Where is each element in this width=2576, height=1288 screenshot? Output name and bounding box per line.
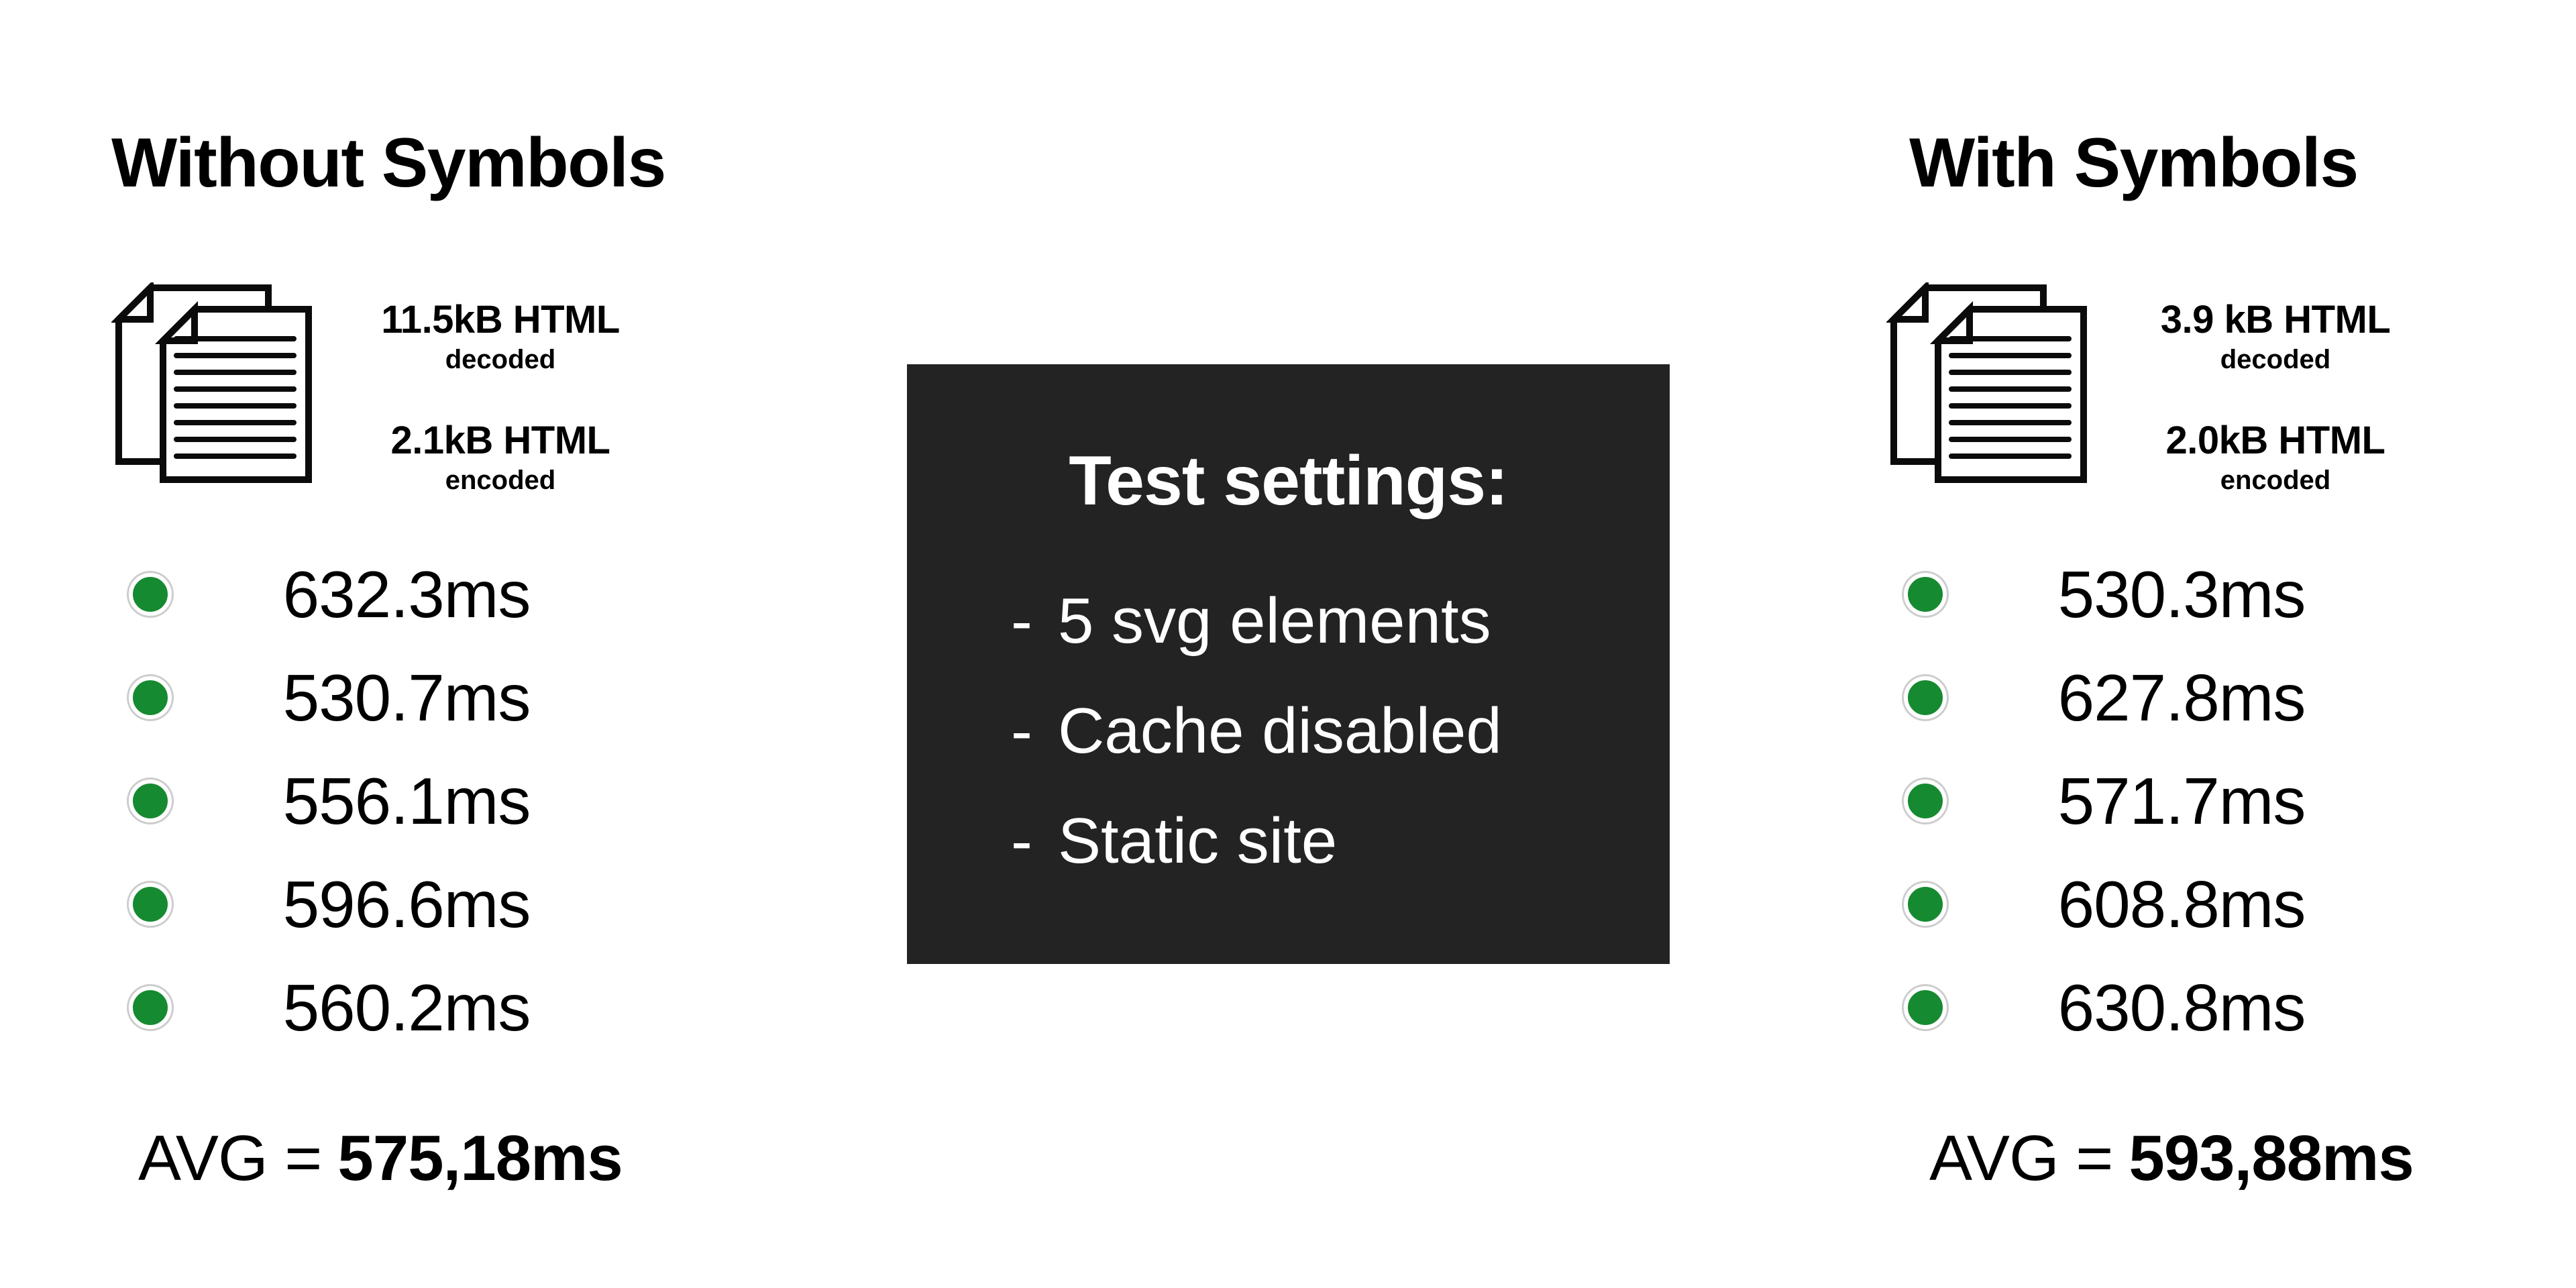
- encoded-size-label: encoded: [2220, 466, 2331, 495]
- test-setting-item: - Static site: [1011, 786, 1643, 896]
- test-settings-list: - 5 svg elements - Cache disabled - Stat…: [907, 566, 1670, 896]
- green-status-dot-icon: [1904, 573, 1947, 616]
- encoded-size-value: 2.0kB HTML: [2165, 419, 2385, 462]
- run-time: 608.8ms: [2057, 867, 2306, 941]
- run-time: 630.8ms: [2057, 970, 2306, 1044]
- run-result-row: 571.7ms: [1886, 749, 2416, 853]
- run-result-row: 556.1ms: [111, 749, 641, 853]
- panel-title-without-symbols: Without Symbols: [111, 124, 666, 202]
- average-result: AVG =575,18ms: [138, 1122, 623, 1195]
- run-time: 627.8ms: [2057, 660, 2306, 735]
- encoded-size-group: 2.1kB HTML encoded: [326, 417, 675, 496]
- decoded-size-label: decoded: [445, 345, 556, 374]
- decoded-size-value: 3.9 kB HTML: [2160, 298, 2391, 341]
- green-status-dot-icon: [1904, 883, 1947, 926]
- green-status-dot-icon: [1904, 676, 1947, 719]
- encoded-size-group: 2.0kB HTML encoded: [2101, 417, 2450, 496]
- run-time: 556.1ms: [282, 763, 531, 838]
- test-setting-item: - Cache disabled: [1011, 676, 1643, 786]
- panel-title-with-symbols: With Symbols: [1909, 124, 2359, 202]
- average-result: AVG =593,88ms: [1929, 1122, 2414, 1195]
- average-label: AVG =: [1929, 1122, 2113, 1194]
- run-result-row: 530.7ms: [111, 646, 641, 749]
- documents-icon: [1886, 282, 2087, 483]
- green-status-dot-icon: [129, 883, 172, 926]
- decoded-size-label: decoded: [2220, 345, 2331, 374]
- without-symbols-panel: Without Symbols 11.5kB HTML decoded 2.1k…: [111, 0, 769, 1288]
- file-sizes: 3.9 kB HTML decoded 2.0kB HTML encoded: [2101, 297, 2450, 496]
- green-status-dot-icon: [129, 780, 172, 822]
- green-status-dot-icon: [1904, 780, 1947, 822]
- test-setting-label: 5 svg elements: [1057, 584, 1491, 657]
- test-settings-title: Test settings:: [1069, 442, 1508, 520]
- average-label: AVG =: [138, 1122, 322, 1194]
- green-status-dot-icon: [129, 573, 172, 616]
- run-result-row: 627.8ms: [1886, 646, 2416, 749]
- decoded-size-group: 11.5kB HTML decoded: [326, 297, 675, 376]
- test-settings-box: Test settings: - 5 svg elements - Cache …: [907, 364, 1670, 964]
- bullet-dash: -: [1011, 804, 1032, 877]
- test-setting-item: - 5 svg elements: [1011, 566, 1643, 676]
- run-time: 560.2ms: [282, 970, 531, 1044]
- bullet-dash: -: [1011, 584, 1032, 657]
- decoded-size-value: 11.5kB HTML: [381, 298, 620, 341]
- average-value: 575,18ms: [337, 1122, 623, 1194]
- run-result-row: 560.2ms: [111, 956, 641, 1059]
- run-time: 530.7ms: [282, 660, 531, 735]
- decoded-size-group: 3.9 kB HTML decoded: [2101, 297, 2450, 376]
- green-status-dot-icon: [129, 986, 172, 1029]
- run-result-row: 596.6ms: [111, 853, 641, 956]
- test-setting-label: Cache disabled: [1057, 694, 1502, 767]
- green-status-dot-icon: [129, 676, 172, 719]
- bullet-dash: -: [1011, 694, 1032, 767]
- file-sizes: 11.5kB HTML decoded 2.1kB HTML encoded: [326, 297, 675, 496]
- encoded-size-label: encoded: [445, 466, 556, 495]
- run-results-list: 632.3ms 530.7ms 556.1ms 596.6ms 560.2ms: [111, 543, 641, 1059]
- run-time: 632.3ms: [282, 557, 531, 631]
- run-time: 530.3ms: [2057, 557, 2306, 631]
- encoded-size-value: 2.1kB HTML: [390, 419, 610, 462]
- run-results-list: 530.3ms 627.8ms 571.7ms 608.8ms 630.8ms: [1886, 543, 2416, 1059]
- run-result-row: 630.8ms: [1886, 956, 2416, 1059]
- average-value: 593,88ms: [2129, 1122, 2414, 1194]
- run-time: 571.7ms: [2057, 763, 2306, 838]
- documents-icon: [111, 282, 312, 483]
- green-status-dot-icon: [1904, 986, 1947, 1029]
- run-time: 596.6ms: [282, 867, 531, 941]
- run-result-row: 632.3ms: [111, 543, 641, 646]
- run-result-row: 530.3ms: [1886, 543, 2416, 646]
- run-result-row: 608.8ms: [1886, 853, 2416, 956]
- test-setting-label: Static site: [1057, 804, 1338, 877]
- with-symbols-panel: With Symbols 3.9 kB HTML decoded 2.0kB H…: [1886, 0, 2544, 1288]
